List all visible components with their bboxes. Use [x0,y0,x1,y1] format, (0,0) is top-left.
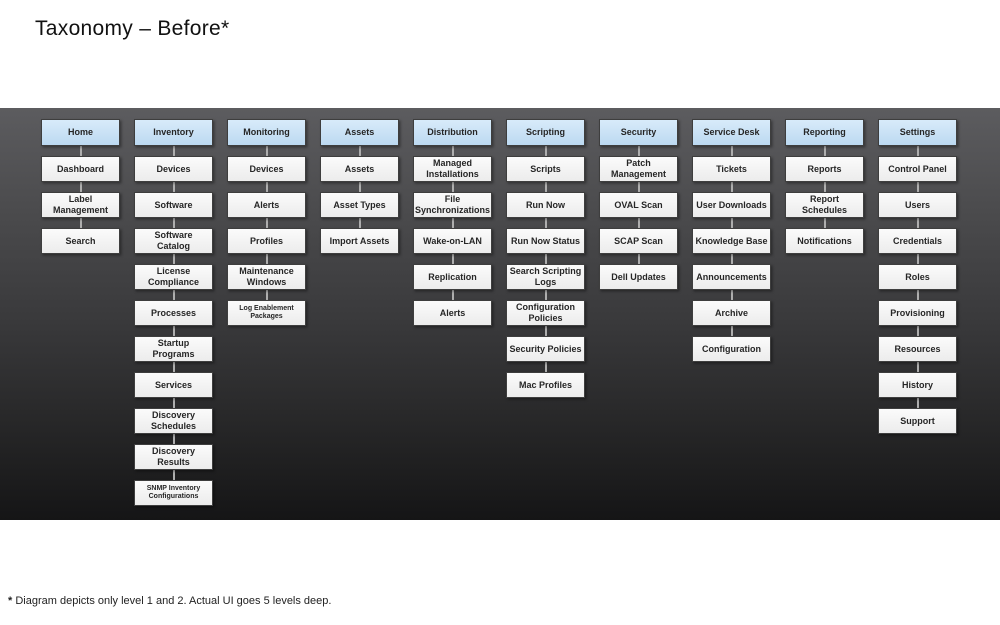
node-report-schedules: Report Schedules [785,192,864,218]
category-header-scripting: Scripting [506,119,585,146]
footnote: * Diagram depicts only level 1 and 2. Ac… [8,595,331,607]
node-managed-installations: Managed Installations [413,156,492,182]
node-snmp-inventory-configurations: SNMP Inventory Configurations [134,480,213,506]
node-provisioning: Provisioning [878,300,957,326]
category-header-reporting: Reporting [785,119,864,146]
node-discovery-results: Discovery Results [134,444,213,470]
node-alerts: Alerts [227,192,306,218]
node-wake-on-lan: Wake-on-LAN [413,228,492,254]
node-services: Services [134,372,213,398]
node-replication: Replication [413,264,492,290]
node-run-now: Run Now [506,192,585,218]
node-reports: Reports [785,156,864,182]
node-tickets: Tickets [692,156,771,182]
category-header-security: Security [599,119,678,146]
node-mac-profiles: Mac Profiles [506,372,585,398]
node-security-policies: Security Policies [506,336,585,362]
category-header-monitoring: Monitoring [227,119,306,146]
node-users: Users [878,192,957,218]
node-configuration: Configuration [692,336,771,362]
node-oval-scan: OVAL Scan [599,192,678,218]
category-header-settings: Settings [878,119,957,146]
node-support: Support [878,408,957,434]
node-label-management: Label Management [41,192,120,218]
node-file-synchronizations: File Synchronizations [413,192,492,218]
node-alerts: Alerts [413,300,492,326]
footnote-text: Diagram depicts only level 1 and 2. Actu… [12,595,332,607]
node-license-compliance: License Compliance [134,264,213,290]
category-header-inventory: Inventory [134,119,213,146]
node-software: Software [134,192,213,218]
node-log-enablement-packages: Log Enablement Packages [227,300,306,326]
node-import-assets: Import Assets [320,228,399,254]
node-software-catalog: Software Catalog [134,228,213,254]
node-announcements: Announcements [692,264,771,290]
category-header-distribution: Distribution [413,119,492,146]
node-archive: Archive [692,300,771,326]
node-resources: Resources [878,336,957,362]
node-history: History [878,372,957,398]
node-processes: Processes [134,300,213,326]
node-scap-scan: SCAP Scan [599,228,678,254]
node-asset-types: Asset Types [320,192,399,218]
node-configuration-policies: Configuration Policies [506,300,585,326]
category-header-home: Home [41,119,120,146]
category-header-service-desk: Service Desk [692,119,771,146]
node-user-downloads: User Downloads [692,192,771,218]
node-discovery-schedules: Discovery Schedules [134,408,213,434]
footnote-marker: * [8,595,13,607]
node-roles: Roles [878,264,957,290]
node-profiles: Profiles [227,228,306,254]
node-devices: Devices [134,156,213,182]
node-assets: Assets [320,156,399,182]
node-dashboard: Dashboard [41,156,120,182]
node-knowledge-base: Knowledge Base [692,228,771,254]
node-devices: Devices [227,156,306,182]
node-control-panel: Control Panel [878,156,957,182]
node-dell-updates: Dell Updates [599,264,678,290]
node-search: Search [41,228,120,254]
node-startup-programs: Startup Programs [134,336,213,362]
node-scripts: Scripts [506,156,585,182]
node-patch-management: Patch Management [599,156,678,182]
node-run-now-status: Run Now Status [506,228,585,254]
node-maintenance-windows: Maintenance Windows [227,264,306,290]
node-notifications: Notifications [785,228,864,254]
page-title: Taxonomy – Before* [35,17,230,40]
category-header-assets: Assets [320,119,399,146]
node-search-scripting-logs: Search Scripting Logs [506,264,585,290]
node-credentials: Credentials [878,228,957,254]
